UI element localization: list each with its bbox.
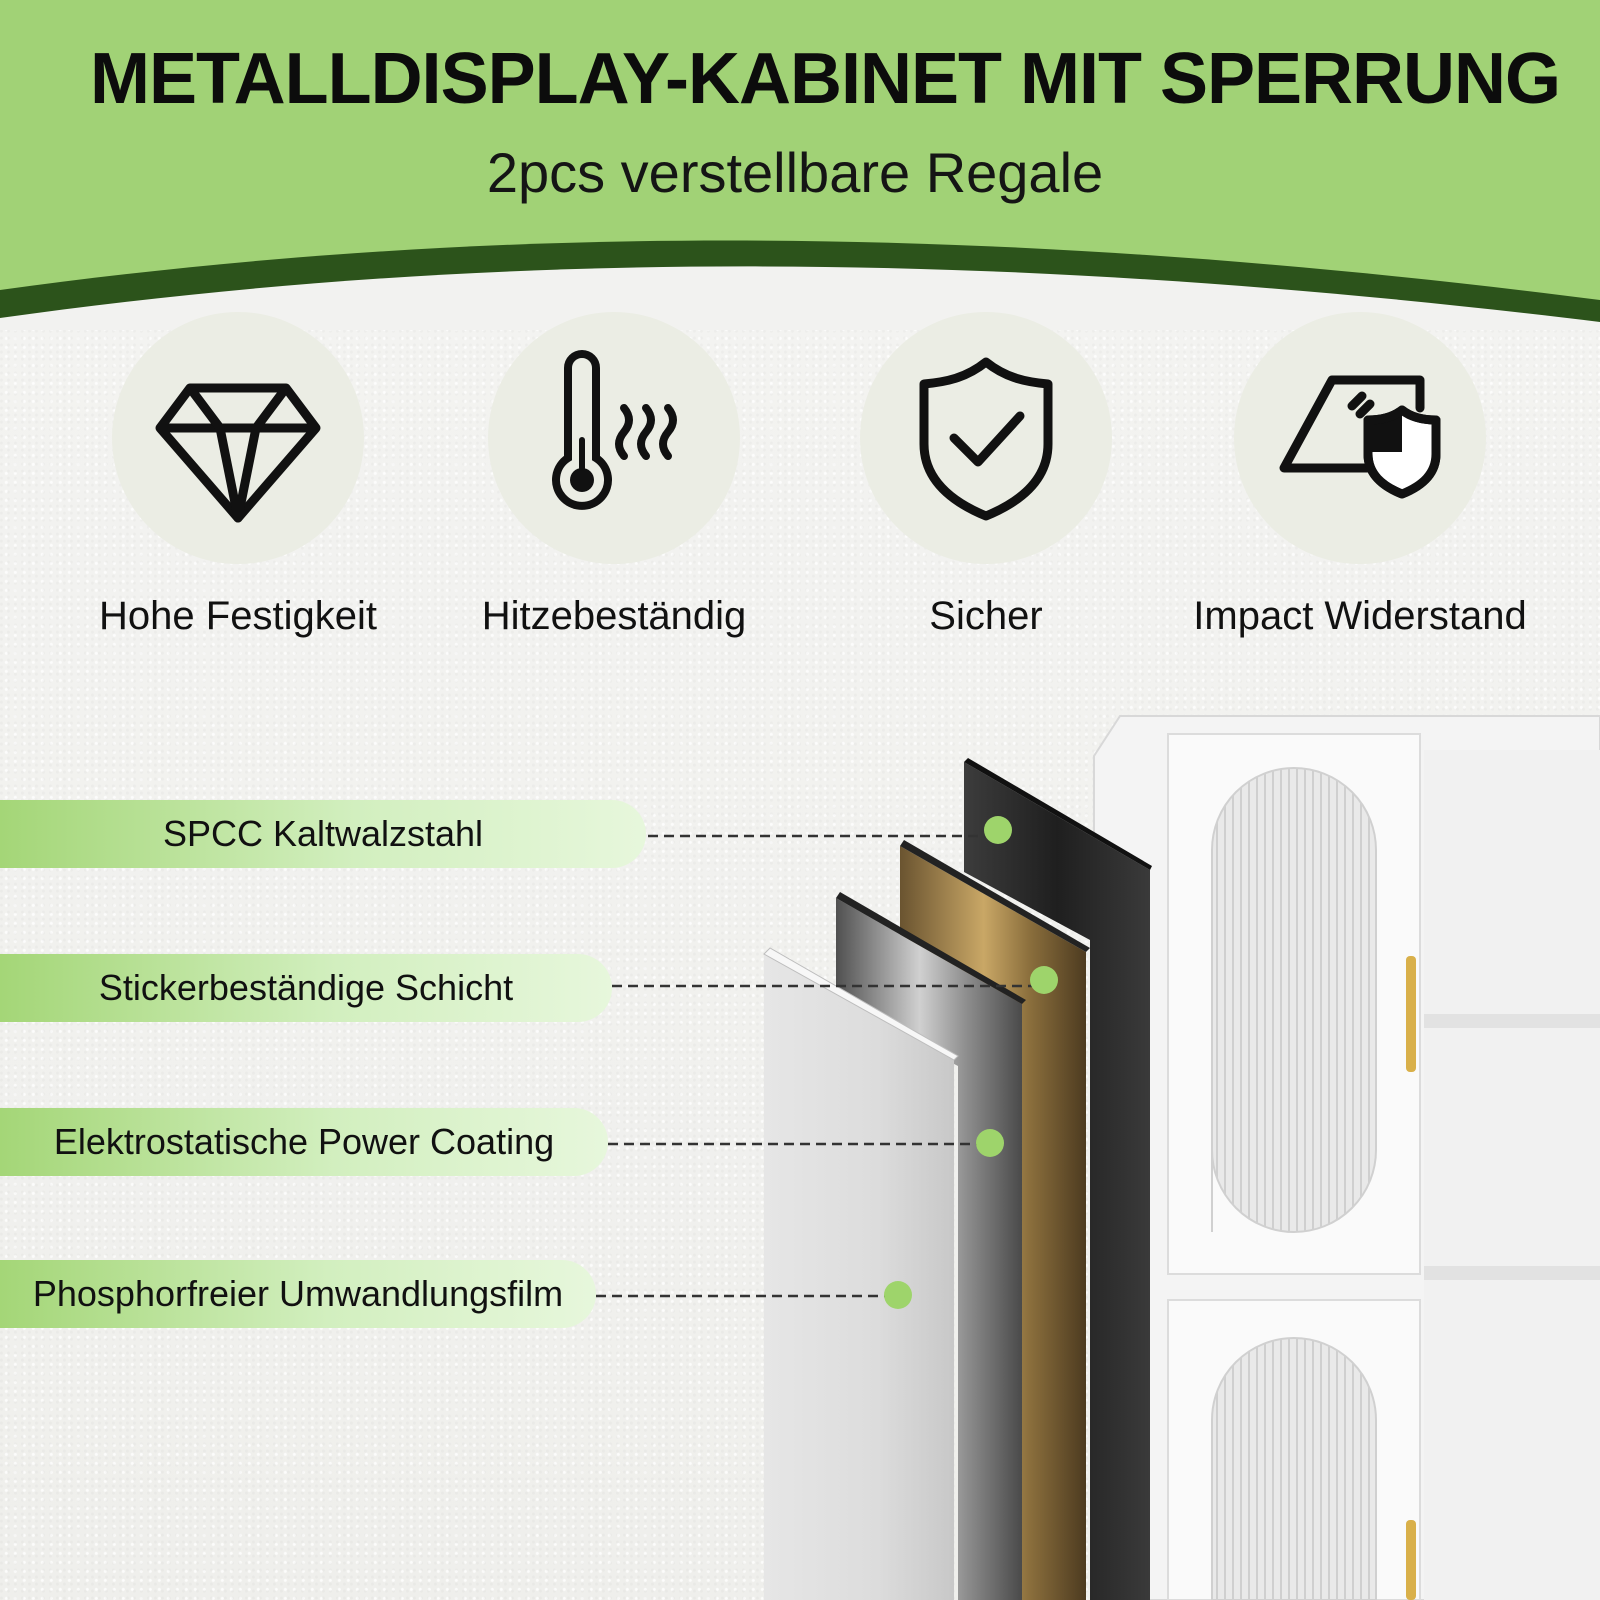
thermometer-icon (552, 350, 677, 510)
page-subtitle: 2pcs verstellbare Regale (486, 141, 1104, 204)
shield-check-icon (919, 357, 1053, 521)
feature-label: Impact Widerstand (1193, 594, 1527, 638)
layer-label-electrostatic-coating: Elektrostatische Power Coating (0, 1108, 608, 1176)
layer-marker-dot (976, 1129, 1004, 1157)
feature-high-strength: Hohe Festigkeit (58, 312, 418, 639)
feature-label: Sicher (929, 594, 1043, 638)
layer-sheet-black (964, 758, 1152, 1600)
layer-label-spcc: SPCC Kaltwalzstahl (0, 800, 646, 868)
feature-label: Hitzebeständig (481, 594, 747, 638)
feature-impact-resistance: Impact Widerstand (1180, 312, 1540, 639)
header-banner (0, 0, 1600, 330)
layer-marker-dot (884, 1281, 912, 1309)
layer-sheet-gray (836, 892, 1026, 1600)
layer-sheet-white (763, 947, 959, 1600)
feature-heat-resistant: Hitzebeständig (434, 312, 794, 639)
feature-label: Hohe Festigkeit (99, 594, 377, 638)
glass-shield-icon (1279, 375, 1441, 499)
layer-label-conversion-film: Phosphorfreier Umwandlungsfilm (0, 1260, 596, 1328)
diamond-icon (155, 383, 321, 523)
layer-marker-dot (984, 816, 1012, 844)
layer-marker-dot (1030, 966, 1058, 994)
layer-sheet-gold (900, 840, 1090, 1600)
layer-label-sticker-resistant: Stickerbeständige Schicht (0, 954, 612, 1022)
feature-safe: Sicher (806, 312, 1166, 639)
page-title: METALLDISPLAY-KABINET MIT SPERRUNG (89, 39, 1561, 119)
cabinet-body (1093, 715, 1600, 1600)
